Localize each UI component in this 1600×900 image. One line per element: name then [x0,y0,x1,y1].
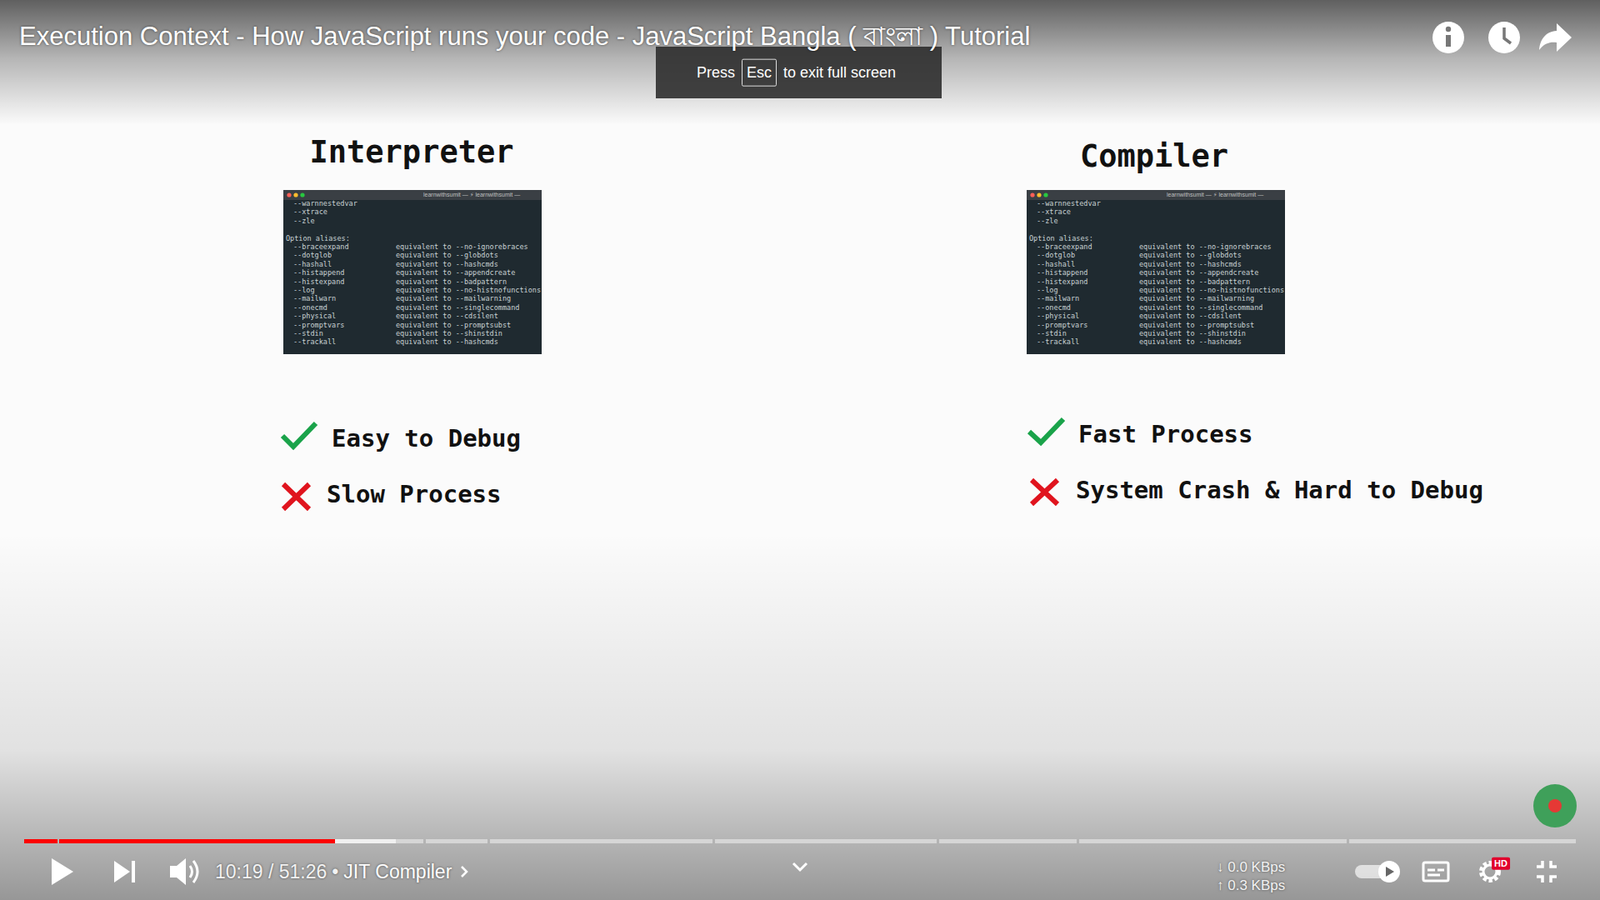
volume-icon [170,858,198,885]
separator-dot: • [331,860,339,883]
con-point: System Crash & Hard to Debug [1075,476,1484,505]
terminal-equivalent: equivalent to --globdots [395,252,499,261]
terminal-option: --trackall [293,339,336,348]
terminal-equivalent: equivalent to --appendcreate [395,269,515,278]
download-rate: ↓ 0.0 KBps [1216,859,1285,876]
terminal-equivalent: equivalent to --appendcreate [1139,269,1259,278]
play-icon [51,858,74,885]
terminal-equivalent: equivalent to --cdsilent [1139,312,1242,321]
terminal-option: --physical [293,312,336,321]
cross-mark [1031,480,1058,505]
next-icon [114,860,135,883]
terminal-line: --warnnestedvar [293,200,358,209]
terminal-option: --histexpand [293,278,345,287]
share-icon [1539,23,1572,52]
chevron-down [793,863,807,870]
con-point: Slow Process [326,480,502,509]
check-mark [282,423,316,447]
terminal-equivalent: equivalent to --singlecommand [1139,304,1263,313]
terminal-equivalent: equivalent to --cdsilent [395,312,499,321]
pro-point: Easy to Debug [331,425,521,453]
exit-fullscreen-icon [1536,860,1557,883]
info-icon [1432,21,1465,54]
chapter-chevron [458,863,470,880]
terminal-option: --onecmd [1036,304,1071,313]
chapter-title: JIT Compiler [343,860,452,883]
toast-box [655,46,942,99]
terminal-titlebar-text: learnwithsumit — ⚡ learnwithsumit — [423,191,520,199]
terminal-equivalent: equivalent to --shinstdin [1139,330,1246,339]
terminal-option: --histexpand [1036,278,1088,287]
terminal-equivalent: equivalent to --no-ignorebraces [1139,243,1272,252]
progress-bar [24,839,1576,844]
terminal-line: --zle [1036,217,1059,226]
terminal-option: --braceexpand [1036,243,1093,252]
toast-text: to exit full screen [783,64,896,82]
terminal-option: --hashall [1036,260,1075,270]
check-mark [1029,419,1064,443]
terminal-option: --trackall [1036,339,1080,348]
terminal-equivalent: equivalent to --shinstdin [395,330,503,339]
terminal-option: --log [293,286,315,295]
column-heading: Interpreter [309,135,514,171]
terminal-equivalent: equivalent to --hashcmds [395,260,499,270]
terminal-screenshot [283,190,542,355]
terminal-line: --xtrace [293,209,328,218]
terminal-equivalent: equivalent to --promptsubst [395,321,511,330]
terminal-option: --mailwarn [293,295,336,305]
terminal-option: --onecmd [293,304,328,313]
terminal-equivalent: equivalent to --mailwarning [395,295,511,305]
terminal-option: --stdin [293,330,324,339]
terminal-equivalent: equivalent to --singlecommand [395,304,520,313]
terminal-line: --zle [293,217,315,226]
watch-later-icon [1488,21,1520,54]
terminal-option: --log [1036,286,1059,295]
terminal-line: --xtrace [1036,209,1071,218]
terminal-option: --hashall [293,260,332,270]
terminal-equivalent: equivalent to --hashcmds [1139,339,1242,348]
terminal-equivalent: equivalent to --no-histnofunctions [395,286,541,295]
terminal-option: --physical [1036,312,1080,321]
terminal-option: --promptvars [293,321,345,330]
terminal-titlebar-text: learnwithsumit — ⚡ learnwithsumit — [1166,191,1264,199]
terminal-equivalent: equivalent to --mailwarning [1139,295,1255,305]
hd-badge: HD [1491,857,1510,870]
terminal-line: Option aliases: [285,235,350,244]
terminal-option: --promptvars [1036,321,1088,330]
captions-icon [1423,862,1449,881]
terminal-equivalent: equivalent to --no-ignorebraces [395,243,529,252]
terminal-equivalent: equivalent to --globdots [1139,252,1242,261]
terminal-option: --braceexpand [293,243,350,252]
terminal-option: --mailwarn [1036,295,1080,305]
terminal-equivalent: equivalent to --hashcmds [395,339,499,348]
upload-rate: ↑ 0.3 KBps [1216,877,1285,895]
autoplay-toggle [1355,860,1400,883]
toast-text: Press [696,64,735,82]
terminal-equivalent: equivalent to --hashcmds [1139,260,1242,270]
terminal-option: --stdin [1036,330,1067,339]
terminal-option: --dotglob [293,252,332,261]
terminal-equivalent: equivalent to --no-histnofunctions [1139,286,1285,295]
terminal-equivalent: equivalent to --promptsubst [1139,321,1255,330]
terminal-option: --histappend [1036,269,1088,278]
terminal-equivalent: equivalent to --badpattern [395,278,507,287]
record-badge [1533,784,1577,828]
terminal-line: --warnnestedvar [1036,200,1101,209]
terminal-line: Option aliases: [1029,235,1094,244]
pro-point: Fast Process [1078,420,1254,449]
video-title: Execution Context - How JavaScript runs … [19,21,1030,52]
column-heading: Compiler [1080,139,1229,175]
time-display: 10:19 / 51:26 [215,860,327,883]
terminal-option: --histappend [293,269,345,278]
terminal-option: --dotglob [1036,252,1075,261]
key-cap: Esc [741,59,777,87]
cross-mark [283,484,310,510]
terminal-screenshot [1026,190,1285,355]
terminal-equivalent: equivalent to --badpattern [1139,278,1250,287]
